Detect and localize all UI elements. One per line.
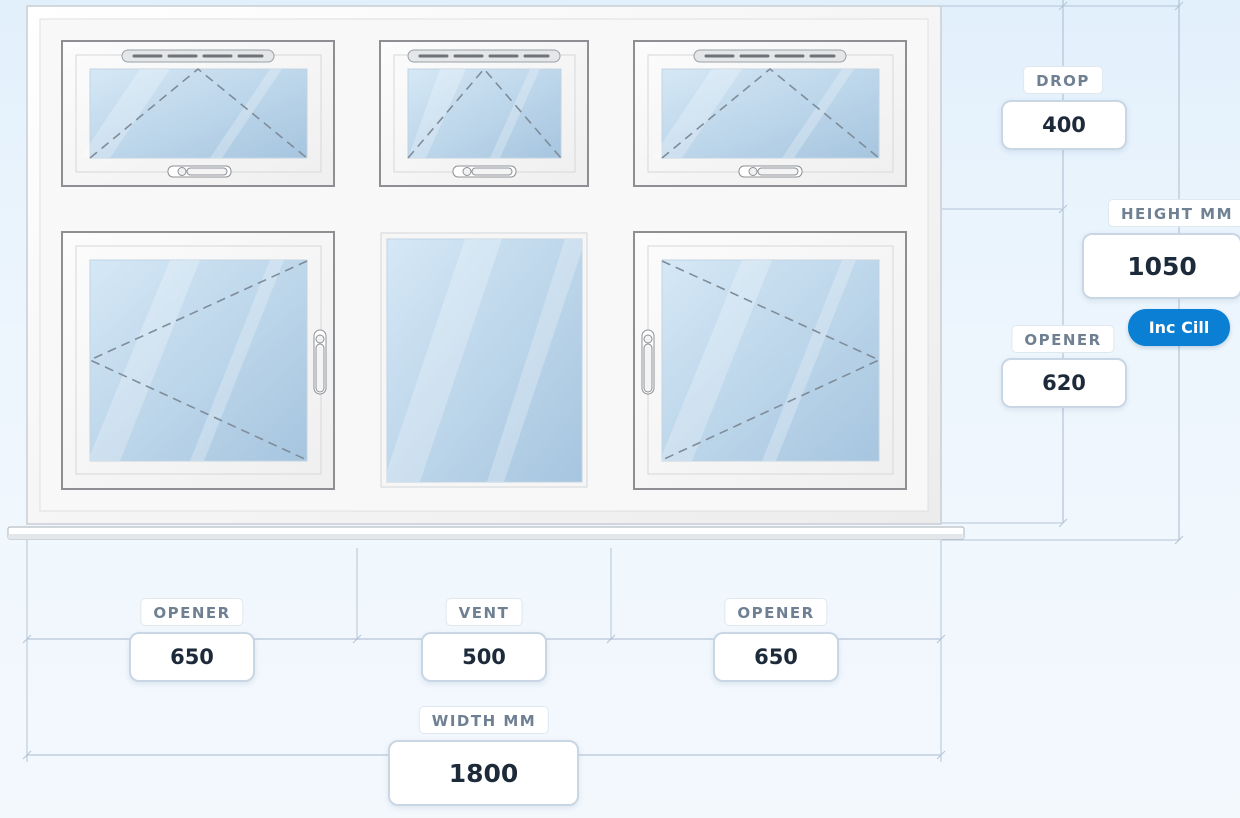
height-input[interactable]: 1050 (1082, 233, 1240, 299)
left-opener-width-input[interactable]: 650 (129, 632, 255, 682)
total-width-input[interactable]: 1800 (388, 740, 579, 806)
window-cill (7, 526, 965, 540)
top-middle-opener-pane[interactable] (379, 40, 589, 187)
bottom-left-opener-pane[interactable] (61, 231, 335, 490)
top-left-opener-pane[interactable] (61, 40, 335, 187)
right-opener-width-label: OPENER (724, 598, 828, 626)
opener-height-input[interactable]: 620 (1001, 358, 1127, 408)
left-opener-width-label: OPENER (140, 598, 244, 626)
drop-label: DROP (1023, 66, 1103, 94)
inc-cill-toggle[interactable]: Inc Cill (1128, 309, 1230, 346)
height-label: HEIGHT MM (1107, 199, 1240, 227)
opener-height-label: OPENER (1011, 325, 1115, 353)
vent-width-input[interactable]: 500 (421, 632, 547, 682)
drop-input[interactable]: 400 (1001, 100, 1127, 150)
total-width-label: WIDTH MM (418, 706, 550, 734)
right-opener-width-input[interactable]: 650 (713, 632, 839, 682)
bottom-right-opener-pane[interactable] (633, 231, 907, 490)
vent-width-label: VENT (445, 598, 523, 626)
bottom-middle-fixed-pane[interactable] (380, 232, 588, 488)
top-right-opener-pane[interactable] (633, 40, 907, 187)
